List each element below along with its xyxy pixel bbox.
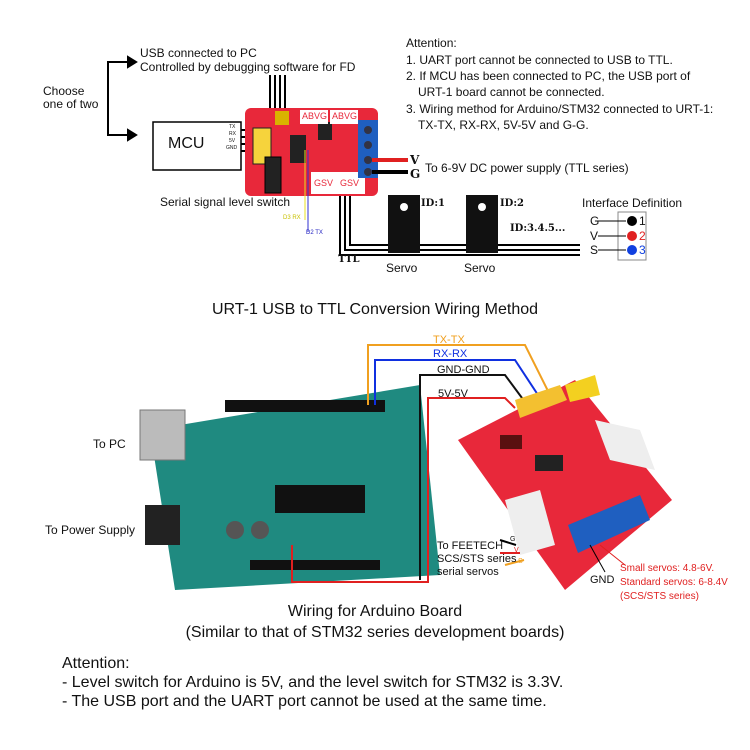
feetech-label: To FEETECH: [437, 540, 504, 552]
arduino-caption: Wiring for Arduino Board: [287, 603, 463, 620]
ttl-cable: [339, 196, 580, 256]
arduino-caption-sub: (Similar to that of STM32 series develop…: [185, 624, 565, 641]
attention-line: 3. Wiring method for Arduino/STM32 conne…: [406, 102, 714, 116]
mcu-box: [152, 121, 242, 171]
wire-label-5v: 5V-5V: [438, 388, 468, 400]
power-supply-label: To 6-9V DC power supply (TTL series): [425, 161, 629, 175]
urt1-board-top: [245, 108, 378, 232]
mcu-pin: RX: [229, 131, 236, 137]
servo-1-body: [388, 195, 420, 253]
to-power-label: To Power Supply: [45, 523, 136, 537]
interface-pin-num: 1: [639, 214, 646, 228]
bottom-attention-title: Attention:: [62, 655, 130, 672]
feetech-label: serial servos: [437, 566, 499, 578]
connector-label: ABVG: [332, 111, 358, 121]
connector-label: GSV: [314, 178, 334, 188]
usb-label-2: Controlled by debugging software for FD: [140, 60, 356, 74]
servo-power-label: Standard servos: 6-8.4V: [620, 577, 728, 588]
servo-label: Servo: [464, 261, 496, 275]
connector-label: GSV: [340, 178, 360, 188]
interface-pin-num: 3: [639, 243, 646, 257]
interface-title: Interface Definition: [582, 196, 683, 210]
interface-pin-num: 2: [639, 229, 646, 243]
gnd-label: GND: [590, 574, 615, 586]
interface-pin-name: S: [590, 243, 599, 257]
usb-label-1: USB connected to PC: [140, 46, 257, 60]
interface-connector: [598, 211, 647, 261]
wire-label-gnd: GND-GND: [437, 364, 490, 376]
arduino-board: [139, 385, 440, 590]
arduino-wires: [291, 344, 551, 583]
mcu-pin: TX: [229, 124, 236, 130]
attention-line: TX-TX, RX-RX, 5V-5V and G-G.: [418, 118, 589, 132]
power-leader: [599, 544, 626, 566]
servo-id: ID:1: [421, 198, 445, 209]
servo-pin-s: S: [518, 558, 523, 565]
bottom-attention-line: - Level switch for Arduino is 5V, and th…: [62, 674, 564, 691]
attention-line: 1. UART port cannot be connected to USB …: [406, 53, 673, 67]
g-label: G: [410, 167, 421, 181]
connector-label: ABVG: [302, 111, 328, 121]
level-switch-label: Serial signal level switch: [160, 195, 291, 209]
servo-id: ID:2: [500, 198, 524, 209]
v-label: V: [410, 153, 420, 167]
servo-label: Servo: [386, 261, 418, 275]
servo-id-more: ID:3.4.5...: [510, 223, 566, 234]
wire-label-tx: TX-TX: [433, 334, 465, 346]
choose-bracket: [107, 55, 138, 142]
wire-label-rx: RX-RX: [433, 348, 468, 360]
servo-pin-g: G: [510, 536, 516, 543]
servo-lead-wires: [499, 539, 525, 566]
power-wires: [372, 158, 408, 174]
ttl-label: TTL: [338, 254, 360, 265]
choose-label-1: Choose: [43, 84, 85, 98]
mcu-pin: 5V: [229, 138, 236, 144]
to-pc-label: To PC: [93, 437, 126, 451]
mcu-pin: GND: [226, 145, 238, 151]
servo-pin-v: V: [514, 547, 519, 554]
bottom-attention-line: - The USB port and the UART port cannot …: [62, 693, 547, 710]
servo-power-label: Small servos: 4.8-6V.: [620, 563, 715, 574]
interface-pin-name: V: [590, 229, 599, 243]
d2-tx-label: D2 TX: [306, 230, 323, 236]
servo-2-body: [466, 195, 498, 253]
d3-rx-label: D3 RX: [283, 215, 301, 221]
gnd-leader: [589, 544, 606, 573]
section-title: URT-1 USB to TTL Conversion Wiring Metho…: [211, 301, 539, 318]
urt1-board-bottom: [458, 375, 672, 590]
servo-power-label: (SCS/STS series): [620, 591, 699, 602]
feetech-label: SCS/STS series: [437, 553, 517, 565]
choose-label-2: one of two: [43, 97, 99, 111]
attention-title: Attention:: [406, 36, 457, 50]
attention-line: URT-1 board cannot be connected.: [418, 85, 605, 99]
interface-pin-name: G: [590, 214, 600, 228]
mcu-label: MCU: [168, 135, 205, 152]
attention-line: 2. If MCU has been connected to PC, the …: [406, 69, 691, 83]
